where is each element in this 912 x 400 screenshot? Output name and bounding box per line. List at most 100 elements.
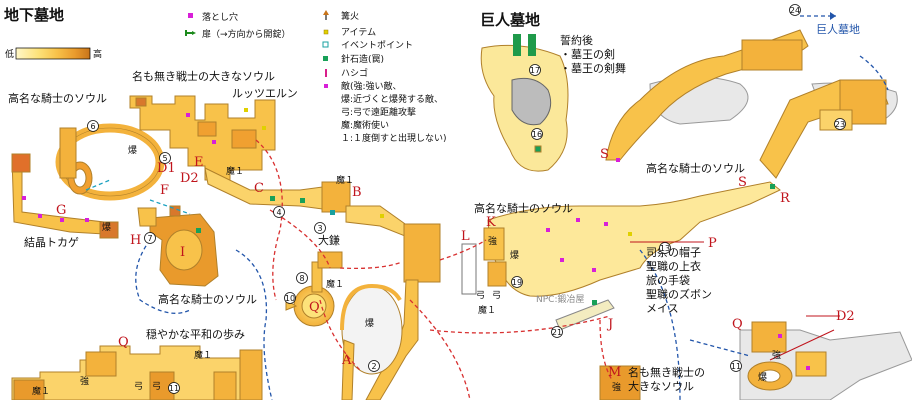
num-19: 19 [512,278,522,287]
gradient-low-label: 低 [5,48,14,60]
item-marker [628,232,632,236]
enemy-label: 魔１ [336,174,354,186]
label-famous-knight-3: 高名な騎士のソウル [646,161,745,175]
gradient-high-label: 高 [93,48,102,60]
enemy-marker [212,140,216,144]
legend-event: イベントポイント [341,40,413,51]
enemy-label: 爆 [510,249,519,261]
label-p-item-4: メイス [646,302,679,315]
enemy-marker [806,366,810,370]
pointer-lines [630,241,840,361]
needle-marker [270,196,275,201]
enemy-label: 弓 [152,381,161,392]
route-lines [85,12,889,400]
letter-s-1: S [600,147,609,162]
label-sickle: 大鎌 [318,233,340,247]
letter-p: P [708,236,717,251]
label-sword1: ・墓王の剣 [560,48,615,61]
enemy-marker [186,113,190,117]
needle-trap-icon [323,56,328,61]
label-lutz: ルッツエルン [232,87,298,100]
enemy-label: 魔１ [478,304,496,316]
enemy-marker [38,214,42,218]
enemy-label: 強 [488,235,497,247]
enemy-label: 魔１ [32,385,50,397]
label-giant-tomb-exit: 巨人墓地 [816,23,860,36]
legend-needle: 針石造(罠) [341,53,384,65]
letter-d2-2: D2 [836,309,855,324]
enemy-label: 魔１ [226,165,244,177]
map-labels: 名も無き戦士の大きなソウル ルッツエルン 高名な騎士のソウル 結晶トカゲ 高名な… [8,23,860,393]
letter-b: B [352,185,362,200]
enemy-label: 弓 [134,381,143,392]
num-7: 7 [147,234,152,243]
letter-h: H [130,233,141,248]
legend: 落とし穴 扉（→方向から開錠） 篝火 アイテム イベントポイント 針石造(罠) … [185,10,447,144]
label-npc: NPC:鍛冶屋 [536,293,584,305]
enemy-label: 爆 [102,221,111,233]
label-p-item-2: 旅の手袋 [646,273,690,287]
label-calm-peace: 穏やかな平和の歩み [146,327,245,341]
enemy-marker [560,258,564,262]
area-letters: D1 E D2 F G H I C B Q A L K P S S R J M … [56,147,855,380]
label-oath-after: 誓約後 [560,33,593,47]
label-famous-knight-2: 高名な騎士のソウル [158,292,257,306]
letter-i: I [180,245,185,260]
catacombs-map [11,95,441,400]
item-icon [323,29,329,35]
title-giant-tomb: 巨人墓地 [480,11,540,29]
label-sword2: ・墓王の剣舞 [560,62,626,75]
letter-q-1: Q [309,300,320,315]
legend-item: アイテム [341,27,376,38]
needle-marker [300,198,305,203]
num-11: 11 [169,384,179,393]
num-23: 23 [835,120,845,129]
enemy-marker [60,218,64,222]
enemy-label: 爆 [758,371,767,383]
label-nameless-soul-2a: 名も無き戦士の [628,365,705,379]
letter-q-2: Q [732,317,743,332]
enemy-marker [576,218,580,222]
event-marker [330,210,335,215]
letter-s-2: S [738,175,747,190]
letter-q-3: Q [118,335,129,350]
legend-enemy-3: 魔:魔術使い [341,119,389,131]
label-p-item-1: 聖職の上衣 [646,259,701,273]
enemy-label: 強 [80,375,89,387]
enemy-label: 弓 [492,290,501,301]
label-famous-knight-4: 高名な騎士のソウル [474,201,573,215]
giant-tomb-map [461,29,912,400]
enemy-marker [22,196,26,200]
item-marker [244,108,248,112]
enemy-label: 魔１ [326,278,344,290]
num-10: 10 [285,294,295,303]
enemy-labels: 爆 爆 魔１ 魔１ 魔１ 強 魔１ 爆 強 爆 弓 弓 魔１ 強 弓 弓 魔１ … [32,144,781,397]
num-11b: 11 [731,362,741,371]
title-catacombs: 地下墓地 [4,6,64,24]
event-point-icon [322,41,329,48]
item-marker [262,126,266,130]
letter-j: J [606,317,613,332]
enemy-marker [546,228,550,232]
enemy-label: 強 [612,381,621,393]
letter-g: G [56,203,66,218]
legend-ladder: ハシゴ [341,67,368,79]
legend-enemy-1: 爆:近づくと爆発する敵、 [341,93,443,105]
label-p-item-0: 司祭の帽子 [646,246,701,259]
legend-enemy-4: １:１度倒すと出現しない) [341,132,447,144]
needle-marker [770,184,775,189]
circled-numbers: 6 5 7 3 4 8 10 2 11 17 16 24 23 13 19 21… [87,4,846,394]
enemy-label: 爆 [365,317,374,329]
bonfire-icon [323,10,329,15]
num-16: 16 [532,130,542,139]
letter-d2: D2 [180,171,199,186]
enemy-icon [324,84,328,88]
letter-r: R [780,191,791,206]
letter-k: K [486,215,496,230]
num-13: 13 [660,244,670,253]
enemy-marker [616,158,620,162]
label-nameless-soul-2b: 大きなソウル [628,379,694,393]
num-8: 8 [299,274,304,283]
